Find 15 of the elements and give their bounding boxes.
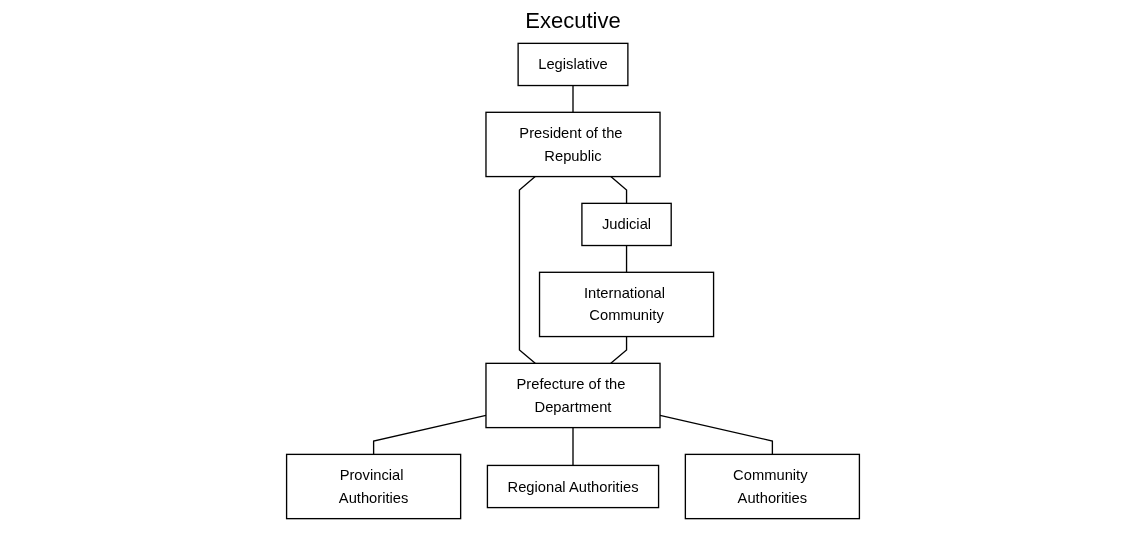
node-box: Community Authorities	[684, 453, 861, 520]
connector	[572, 84, 574, 113]
node-box: International Community	[538, 271, 715, 338]
node-box: President of the Republic	[485, 111, 661, 178]
connector	[610, 335, 628, 364]
connector	[610, 175, 628, 204]
node-box: Judicial	[581, 202, 672, 247]
connector	[572, 426, 574, 467]
node-box: Regional Authorities	[486, 464, 660, 509]
node-box: Prefecture of the Department	[485, 362, 661, 429]
node-box: Provincial Authorities	[285, 453, 462, 520]
node-box: Legislative	[517, 42, 629, 87]
connector	[625, 244, 628, 273]
diagram-title: Executive	[525, 8, 621, 34]
connector	[518, 175, 536, 364]
